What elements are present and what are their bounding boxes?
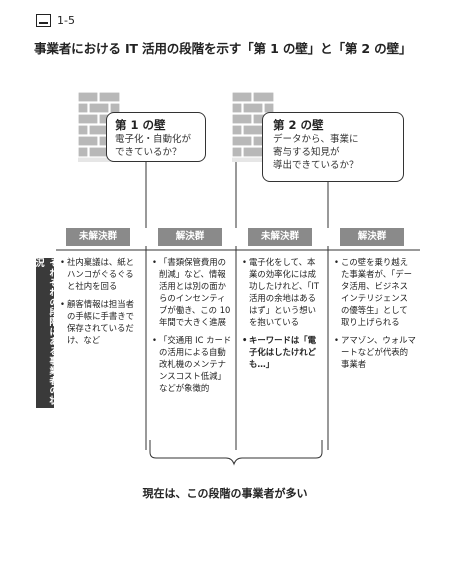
column-2-content: 「書類保管費用の削減」など、情報活用とは別の面からのインセンティブが働き、この … [152,256,232,400]
figure-number: 1-5 [57,14,75,27]
list-item: この壁を乗り越えた事業者が、「データ活用、ビジネスインテリジェンスの優等生」とし… [334,256,416,328]
column-4-header: 解決群 [340,228,404,246]
wall-1-title: 第 1 の壁 [115,118,166,132]
wall-2-subtitle: データから、事業に 寄与する知見が 導出できているか？ [273,134,359,171]
column-2-header: 解決群 [158,228,222,246]
list-item: 「書類保管費用の削減」など、情報活用とは別の面からのインセンティブが働き、この … [152,256,232,328]
side-label: それぞれの段階にある事業者の状況 [33,258,58,408]
bottom-caption: 現在は、この段階の事業者が多い [142,487,308,500]
column-1-header: 未解決群 [66,228,130,246]
list-item: 電子化をして、本業の効率化には成功したけれど、「IT 活用の余地はあるはず」とい… [242,256,322,328]
wall-2-title: 第 2 の壁 [273,118,324,132]
brick-wall-icon [78,92,120,162]
column-3-header: 未解決群 [248,228,312,246]
list-item: 顧客情報は担当者の手帳に手書きで保存されているだけ、など [60,298,140,346]
diagram-title: 事業者における IT 活用の段階を示す「第 1 の壁」と「第 2 の壁」 [34,41,412,56]
column-3-content: 電子化をして、本業の効率化には成功したけれど、「IT 活用の余地はあるはず」とい… [242,256,322,376]
column-4-content: この壁を乗り越えた事業者が、「データ活用、ビジネスインテリジェンスの優等生」とし… [334,256,416,376]
figure-icon [36,14,51,27]
wall-1-callout: 第 1 の壁 電子化・自動化が できているか？ [106,112,206,162]
list-item: 社内稟議は、紙とハンコがぐるぐると社内を回る [60,256,140,292]
figure-label: 1-5 [36,14,75,27]
wall-1-subtitle: 電子化・自動化が できているか？ [115,134,192,158]
wall-2-callout: 第 2 の壁 データから、事業に 寄与する知見が 導出できているか？ [262,112,404,182]
list-item: 「交通用 IC カードの活用による自動改札機のメンテナンスコスト低減」などが象徴… [152,334,232,394]
column-1-content: 社内稟議は、紙とハンコがぐるぐると社内を回る 顧客情報は担当者の手帳に手書きで保… [60,256,140,352]
list-item-keyword: キーワードは「電子化はしたけれども…」 [242,334,322,370]
list-item: アマゾン、ウォルマートなどが代表的事業者 [334,334,416,370]
